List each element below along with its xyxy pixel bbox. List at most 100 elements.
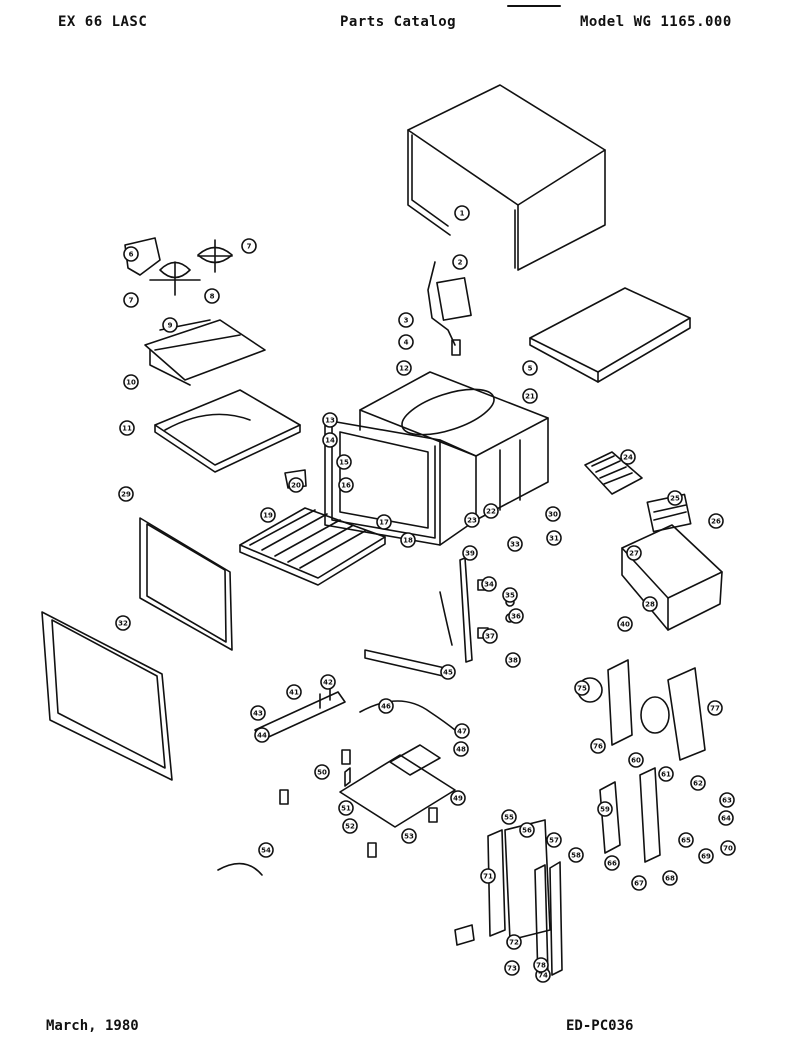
- callout-4: 4: [398, 334, 414, 350]
- callout-number: 41: [289, 689, 299, 697]
- callout-77: 77: [707, 700, 723, 716]
- callout-number: 16: [341, 482, 351, 490]
- callout-bubble: [501, 809, 517, 825]
- callout-number: 49: [453, 795, 463, 803]
- header-model: Model WG 1165.000: [580, 14, 732, 30]
- inner-door-frame: [139, 517, 233, 651]
- callout-15: 15: [336, 454, 352, 470]
- magnetron-harness: [427, 261, 472, 356]
- callout-bubble: [720, 840, 736, 856]
- callout-bubble: [322, 412, 338, 428]
- callout-78: 78: [533, 957, 549, 973]
- rod: [364, 649, 446, 677]
- capacitor-plate: [339, 754, 456, 828]
- callout-number: 8: [210, 293, 215, 301]
- bracket-plate: [144, 319, 266, 386]
- callout-bubble: [481, 576, 497, 592]
- chassis-base: [621, 524, 723, 631]
- callout-number: 30: [548, 511, 558, 519]
- callout-bubble: [662, 870, 678, 886]
- callout-bubble: [241, 238, 257, 254]
- callout-bubble: [260, 507, 276, 523]
- callout-bubble: [288, 477, 304, 493]
- callout-bubble: [522, 388, 538, 404]
- callout-42: 42: [320, 674, 336, 690]
- callout-bubble: [590, 738, 606, 754]
- callout-number: 62: [693, 780, 703, 788]
- callout-31: 31: [546, 530, 562, 546]
- callout-40: 40: [617, 616, 633, 632]
- callout-bubble: [378, 698, 394, 714]
- callout-number: 2: [458, 259, 463, 267]
- callout-number: 21: [525, 393, 535, 401]
- callout-28: 28: [642, 596, 658, 612]
- callout-18: 18: [400, 532, 416, 548]
- callout-number: 54: [261, 847, 271, 855]
- callout-number: 37: [485, 633, 495, 641]
- callout-bubble: [464, 512, 480, 528]
- callout-bubble: [718, 810, 734, 826]
- callout-bubble: [719, 792, 735, 808]
- callout-bubble: [708, 513, 724, 529]
- callout-bubble: [258, 842, 274, 858]
- callout-number: 72: [509, 939, 519, 947]
- callout-bubble: [396, 360, 412, 376]
- callout-52: 52: [342, 818, 358, 834]
- callout-24: 24: [620, 449, 636, 465]
- callout-44: 44: [254, 727, 270, 743]
- callout-62: 62: [690, 775, 706, 791]
- callout-9: 9: [162, 317, 178, 333]
- callout-bubble: [505, 652, 521, 668]
- callout-number: 50: [317, 769, 327, 777]
- callout-number: 69: [701, 853, 711, 861]
- callout-number: 47: [457, 728, 467, 736]
- top-panel: [529, 287, 691, 383]
- footer-doc-id: ED-PC036: [566, 1018, 634, 1034]
- callout-number: 66: [607, 860, 617, 868]
- callout-bubble: [338, 800, 354, 816]
- callout-11: 11: [119, 420, 135, 436]
- callout-bubble: [482, 628, 498, 644]
- callout-bubble: [597, 801, 613, 817]
- callout-number: 24: [623, 454, 633, 462]
- callout-bubble: [342, 818, 358, 834]
- callout-12: 12: [396, 360, 412, 376]
- callout-bubble: [450, 790, 466, 806]
- relay-board: [599, 767, 661, 863]
- callout-bubble: [254, 727, 270, 743]
- callout-bubble: [698, 848, 714, 864]
- callout-number: 48: [456, 746, 466, 754]
- callout-number: 73: [507, 965, 517, 973]
- callout-number: 59: [600, 806, 610, 814]
- callout-bubble: [707, 700, 723, 716]
- callout-number: 31: [549, 535, 559, 543]
- fan-motor-assembly: [577, 659, 706, 761]
- callout-number: 60: [631, 757, 641, 765]
- callout-41: 41: [286, 684, 302, 700]
- callout-bubble: [118, 486, 134, 502]
- callout-bubble: [631, 875, 647, 891]
- callout-bubble: [690, 775, 706, 791]
- callout-54: 54: [258, 842, 274, 858]
- callout-number: 32: [118, 620, 128, 628]
- callout-bubble: [398, 312, 414, 328]
- callout-bubble: [546, 530, 562, 546]
- callout-bubble: [628, 752, 644, 768]
- callout-number: 58: [571, 852, 581, 860]
- callout-number: 19: [263, 512, 273, 520]
- callout-75: 75: [574, 680, 590, 696]
- callout-bubble: [574, 680, 590, 696]
- callout-number: 23: [467, 517, 477, 525]
- callout-bubble: [336, 454, 352, 470]
- callout-number: 27: [629, 550, 639, 558]
- callout-number: 34: [484, 581, 494, 589]
- callout-number: 70: [723, 845, 733, 853]
- callout-number: 12: [399, 365, 409, 373]
- callout-number: 29: [121, 491, 131, 499]
- window-pad: [284, 469, 307, 489]
- callout-number: 6: [129, 251, 134, 259]
- callout-number: 7: [247, 243, 252, 251]
- callout-bubble: [483, 503, 499, 519]
